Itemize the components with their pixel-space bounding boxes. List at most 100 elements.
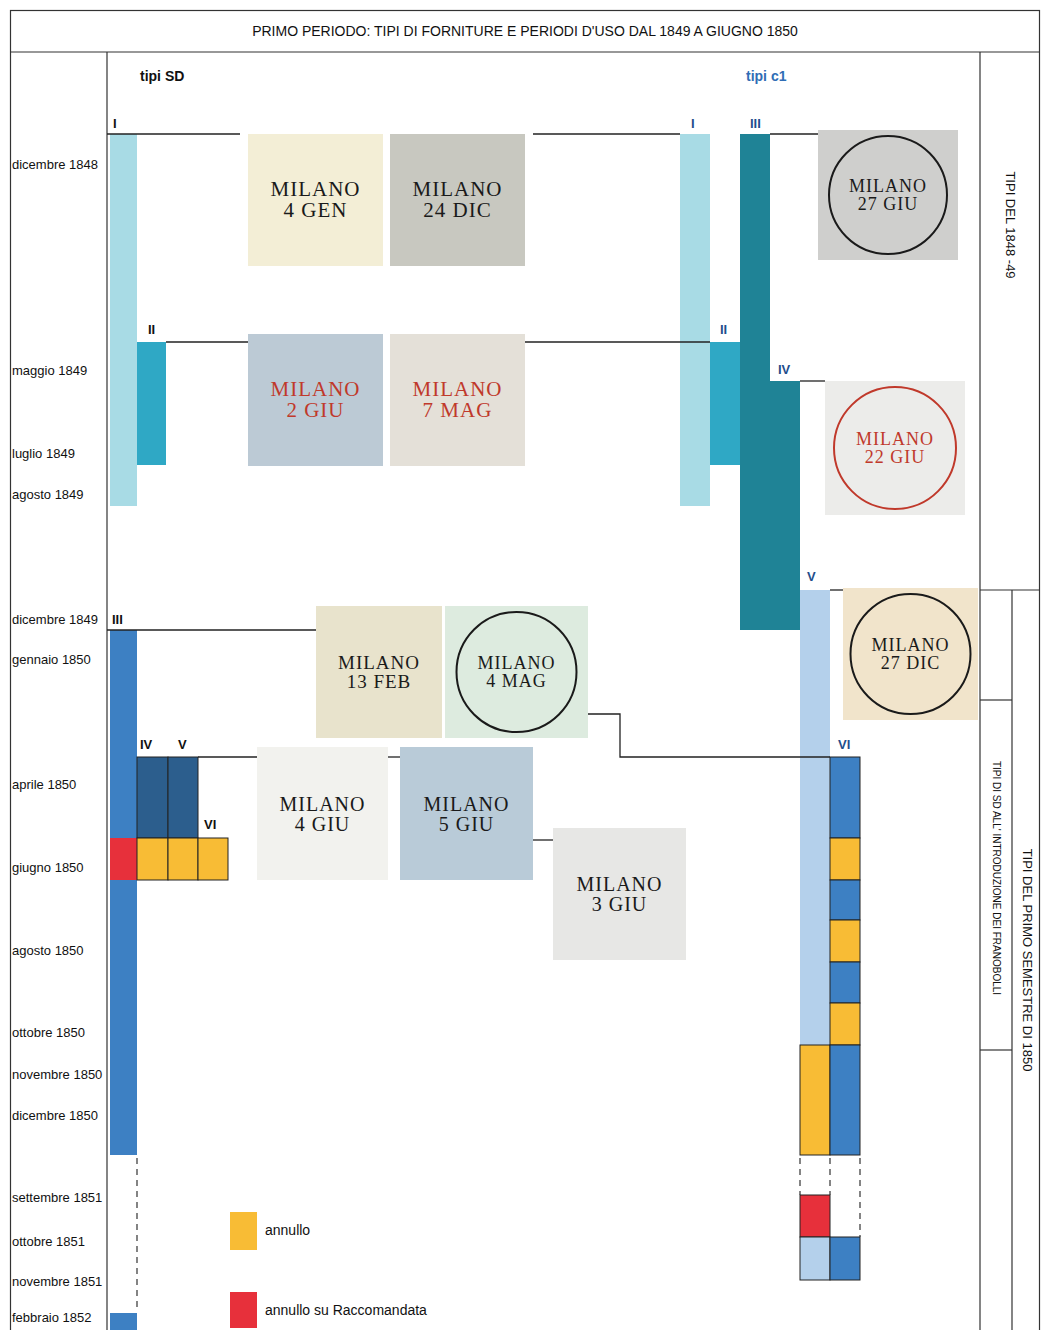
period-bar bbox=[830, 962, 860, 1003]
outer-frame bbox=[11, 11, 1040, 1330]
period-bar bbox=[680, 134, 710, 506]
postmark-text: MILANO 4 MAG bbox=[478, 654, 556, 690]
connector-line bbox=[533, 839, 553, 840]
chart-title: PRIMO PERIODO: TIPI DI FORNITURE E PERIO… bbox=[10, 10, 1040, 52]
period-bar bbox=[110, 134, 137, 506]
cancel-mark bbox=[830, 1003, 860, 1045]
continuation-dash bbox=[799, 1158, 800, 1195]
leader-line bbox=[107, 629, 316, 630]
column-header: tipi c1 bbox=[746, 68, 786, 84]
section-label: TIPI DEL PRIMO SEMESTRE DI 1850 bbox=[1020, 849, 1035, 1072]
postmark-text: MILANO 4 GEN bbox=[271, 179, 361, 221]
period-bar bbox=[800, 1237, 830, 1280]
leader-line bbox=[525, 341, 710, 342]
type-numeral: V bbox=[178, 738, 187, 753]
postmark-image: MILANO 27 GIU bbox=[818, 130, 958, 260]
postmark-image: MILANO 7 MAG bbox=[390, 334, 525, 466]
title-rule bbox=[10, 51, 1040, 52]
month-label: luglio 1849 bbox=[12, 447, 75, 462]
column-rule bbox=[979, 52, 980, 1330]
postmark-text: MILANO 22 GIU bbox=[856, 430, 934, 466]
month-label: ottobre 1851 bbox=[12, 1235, 85, 1250]
period-bar bbox=[830, 880, 860, 920]
type-numeral: II bbox=[720, 323, 727, 338]
month-label: aprile 1850 bbox=[12, 778, 76, 793]
column-rule bbox=[980, 1049, 1012, 1050]
registered-mark bbox=[800, 1195, 830, 1237]
postmark-image: MILANO 4 GEN bbox=[248, 134, 383, 266]
postmark-image: MILANO 4 GIU bbox=[257, 747, 388, 880]
month-label: gennaio 1850 bbox=[12, 653, 91, 668]
postmark-image: MILANO 2 GIU bbox=[248, 334, 383, 466]
column-rule bbox=[980, 699, 1012, 700]
column-rule bbox=[1011, 590, 1012, 1330]
cancel-mark bbox=[198, 838, 228, 880]
continuation-dash bbox=[829, 1158, 830, 1195]
postmark-text: MILANO 27 GIU bbox=[849, 177, 927, 213]
month-label: giugno 1850 bbox=[12, 861, 84, 876]
legend-text: annullo su Raccomandata bbox=[265, 1302, 427, 1318]
leader-line bbox=[830, 589, 843, 590]
postmark-text: MILANO 13 FEB bbox=[338, 653, 420, 691]
type-numeral: I bbox=[113, 117, 117, 132]
section-label: TIPI DEL 1848 -49 bbox=[1003, 171, 1018, 278]
legend-text: annullo bbox=[265, 1222, 310, 1238]
type-numeral: V bbox=[807, 570, 816, 585]
postmark-text: MILANO 2 GIU bbox=[271, 379, 361, 421]
leader-line bbox=[800, 380, 825, 381]
postmark-image: MILANO 13 FEB bbox=[316, 606, 442, 738]
legend-swatch bbox=[230, 1212, 257, 1250]
cancel-mark bbox=[168, 838, 198, 880]
postmark-text: MILANO 27 DIC bbox=[872, 636, 950, 672]
postmark-image: MILANO 27 DIC bbox=[843, 588, 978, 720]
period-bar bbox=[770, 381, 800, 630]
postmark-image: MILANO 24 DIC bbox=[390, 134, 525, 266]
cancel-mark bbox=[830, 838, 860, 880]
postmark-text: MILANO 5 GIU bbox=[424, 794, 510, 834]
period-bar bbox=[830, 1237, 860, 1280]
month-label: novembre 1850 bbox=[12, 1068, 102, 1083]
column-header: tipi SD bbox=[140, 68, 184, 84]
postmark-image: MILANO 22 GIU bbox=[825, 381, 965, 515]
connector-line bbox=[388, 756, 400, 757]
period-bar bbox=[830, 757, 860, 838]
type-numeral: IV bbox=[140, 738, 152, 753]
month-label: dicembre 1850 bbox=[12, 1109, 98, 1124]
type-numeral: IV bbox=[778, 363, 790, 378]
postmark-image: MILANO 3 GIU bbox=[553, 828, 686, 960]
cancel-mark bbox=[830, 920, 860, 962]
month-label: febbraio 1852 bbox=[12, 1311, 92, 1326]
month-label: maggio 1849 bbox=[12, 364, 87, 379]
postmark-text: MILANO 7 MAG bbox=[413, 379, 503, 421]
postmark-text: MILANO 3 GIU bbox=[577, 874, 663, 914]
section-label: TIPI DI SD ALL' INTRODUZIONE DEI FRANOBO… bbox=[990, 761, 1002, 995]
leader-line bbox=[166, 341, 248, 342]
postmark-circle bbox=[834, 387, 956, 509]
type-numeral: III bbox=[112, 613, 123, 628]
postmark-circle bbox=[457, 612, 577, 732]
period-bar bbox=[830, 1045, 860, 1155]
postmark-text: MILANO 4 GIU bbox=[280, 794, 366, 834]
month-label: ottobre 1850 bbox=[12, 1026, 85, 1041]
postmark-text: MILANO 24 DIC bbox=[413, 179, 503, 221]
month-label: novembre 1851 bbox=[12, 1275, 102, 1290]
month-label: dicembre 1849 bbox=[12, 613, 98, 628]
legend-swatch bbox=[230, 1292, 257, 1328]
period-bar bbox=[740, 134, 770, 630]
type-numeral: VI bbox=[204, 818, 216, 833]
continuation-dash bbox=[136, 1158, 137, 1310]
column-rule bbox=[980, 589, 1040, 590]
period-bar bbox=[110, 630, 137, 1155]
postmark-image: MILANO 5 GIU bbox=[400, 747, 533, 880]
continuation-dash bbox=[859, 1158, 860, 1237]
type-numeral: VI bbox=[838, 738, 850, 753]
month-label: dicembre 1848 bbox=[12, 158, 98, 173]
postmark-circle bbox=[829, 136, 947, 254]
registered-mark bbox=[110, 838, 137, 880]
period-bar bbox=[137, 757, 168, 838]
cancel-mark bbox=[800, 1045, 830, 1155]
period-bar bbox=[800, 590, 830, 1045]
postmark-circle bbox=[851, 594, 971, 714]
month-label: agosto 1849 bbox=[12, 488, 84, 503]
